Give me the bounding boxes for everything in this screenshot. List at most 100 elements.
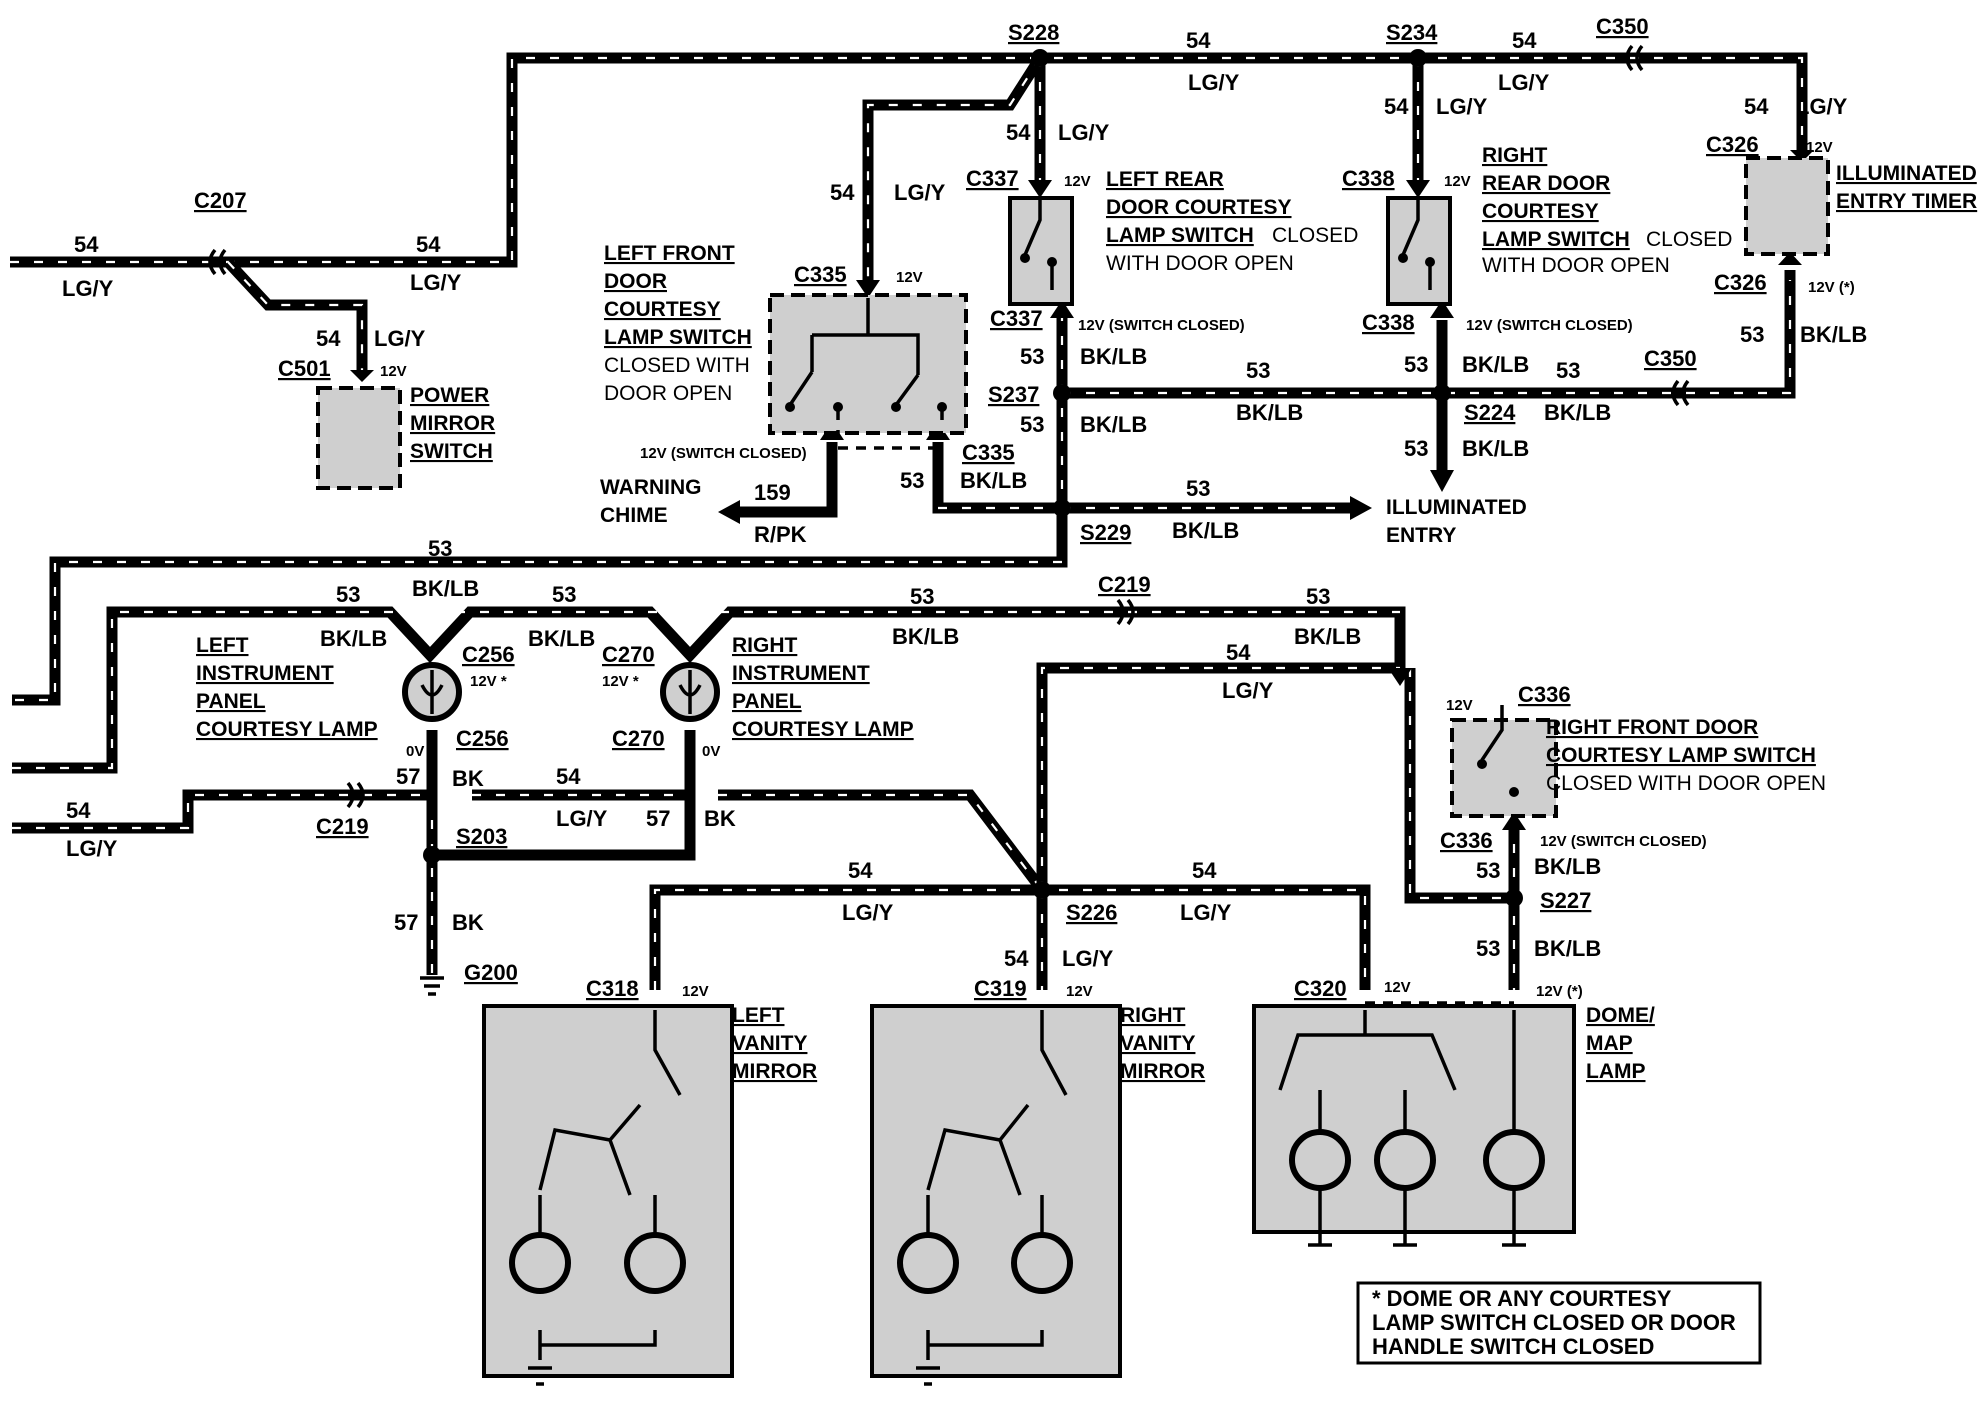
- left-ip-lamp-label: LEFT: [196, 634, 249, 657]
- wire-color-label: BK: [704, 806, 736, 831]
- wire-color-label: LG/Y: [556, 806, 608, 831]
- circuit-label: 57: [394, 910, 418, 935]
- wire-57-s203: [432, 730, 696, 861]
- voltage-label: 12V (SWITCH CLOSED): [1540, 833, 1707, 850]
- left-vanity-label: LEFT: [732, 1004, 785, 1027]
- wire-53-left-bus: [12, 508, 1068, 706]
- circuit-label: 54: [1192, 858, 1217, 883]
- circuit-label: 54: [1512, 28, 1537, 53]
- voltage-label: 12V: [1444, 173, 1471, 190]
- rf-door-label: CLOSED WITH DOOR OPEN: [1546, 772, 1826, 795]
- wire-color-label: LG/Y: [1062, 946, 1114, 971]
- wire-color-label: BK/LB: [892, 624, 959, 649]
- connector-label: C256: [462, 642, 515, 667]
- voltage-label: 12V (SWITCH CLOSED): [1078, 317, 1245, 334]
- rr-door-label: WITH DOOR OPEN: [1482, 254, 1670, 277]
- wire-color-label: LG/Y: [1222, 678, 1274, 703]
- right-vanity-label: RIGHT: [1120, 1004, 1186, 1027]
- circuit-label: 54: [416, 232, 441, 257]
- voltage-label: 12V: [1806, 139, 1833, 156]
- rr-door-label: RIGHT: [1482, 144, 1548, 167]
- connector-label: C350: [1596, 14, 1649, 39]
- dome-lamp-symbol: [1278, 1001, 1545, 1247]
- wire-color-label: LG/Y: [894, 180, 946, 205]
- connector-label: C501: [278, 356, 331, 381]
- dome-map-lamp-box: [1252, 1004, 1576, 1234]
- connector-label: C318: [586, 976, 639, 1001]
- splices: [423, 49, 1523, 907]
- circuit-label: 54: [66, 798, 91, 823]
- connector-label: C326: [1706, 132, 1759, 157]
- left-ip-courtesy-lamp: [402, 662, 462, 722]
- circuit-label: 57: [396, 764, 420, 789]
- splice-label: S228: [1008, 20, 1059, 45]
- power-mirror-label: MIRROR: [410, 412, 495, 435]
- footnote-box: [1356, 1281, 1762, 1365]
- wire-color-label: R/PK: [754, 522, 807, 547]
- lr-door-label: LEFT REAR: [1106, 168, 1224, 191]
- wire-color-label: LG/Y: [1058, 120, 1110, 145]
- wire-color-label: LG/Y: [1498, 70, 1550, 95]
- connector-label: C207: [194, 188, 247, 213]
- circuit-label: 53: [336, 582, 360, 607]
- wire-color-label: BK/LB: [1080, 412, 1147, 437]
- circuit-label: 159: [754, 480, 791, 505]
- splice-s229: [1053, 499, 1071, 517]
- rr-door-label: LAMP SWITCH: [1482, 228, 1630, 251]
- footnote-line-3: HANDLE SWITCH CLOSED: [1372, 1334, 1654, 1359]
- circuit-label: 53: [910, 584, 934, 609]
- rr-door-label: COURTESY: [1482, 200, 1599, 223]
- right-vanity-mirror-box: [870, 1004, 1122, 1378]
- circuit-label: 53: [1476, 936, 1500, 961]
- power-mirror-label: SWITCH: [410, 440, 493, 463]
- voltage-label: 12V: [1064, 173, 1091, 190]
- right-ip-lamp-label: PANEL: [732, 690, 802, 713]
- power-mirror-switch-box: [316, 386, 402, 490]
- wire-color-label: LG/Y: [1180, 900, 1232, 925]
- wire-color-label: BK/LB: [1544, 400, 1611, 425]
- rf-door-label: COURTESY LAMP SWITCH: [1546, 744, 1816, 767]
- right-ip-lamp-label: COURTESY LAMP: [732, 718, 914, 741]
- circuit-label: 53: [1740, 322, 1764, 347]
- left-ip-lamp-label: COURTESY LAMP: [196, 718, 378, 741]
- splice-label: S234: [1386, 20, 1438, 45]
- connector-label: C337: [966, 166, 1019, 191]
- splice-label: S203: [456, 824, 507, 849]
- illum-entry-label: ENTRY: [1386, 524, 1456, 547]
- lr-door-label: WITH DOOR OPEN: [1106, 252, 1294, 275]
- lr-door-label: CLOSED: [1272, 224, 1358, 247]
- splice-label: S224: [1464, 400, 1516, 425]
- voltage-label: 12V: [896, 269, 923, 286]
- wire-54-s226: [718, 789, 1047, 894]
- wire-color-label: LG/Y: [1436, 94, 1488, 119]
- connector-label: C336: [1518, 682, 1571, 707]
- wire-color-label: BK/LB: [1534, 936, 1601, 961]
- circuit-label: 54: [1384, 94, 1409, 119]
- circuit-label: 54: [830, 180, 855, 205]
- splice-s228: [1031, 49, 1049, 67]
- left-vanity-label: MIRROR: [732, 1060, 817, 1083]
- splice-label: S237: [988, 382, 1039, 407]
- splice-s237: [1053, 384, 1071, 402]
- wires: [10, 52, 1808, 990]
- connector-label: C338: [1362, 310, 1415, 335]
- power-mirror-label: POWER: [410, 384, 489, 407]
- circuit-label: 53: [1476, 858, 1500, 883]
- lr-door-label: DOOR COURTESY: [1106, 196, 1292, 219]
- circuit-label: 53: [1020, 412, 1044, 437]
- wire-color-label: BK/LB: [1534, 854, 1601, 879]
- left-vanity-label: VANITY: [732, 1032, 807, 1055]
- wire-color-label: BK/LB: [412, 576, 479, 601]
- lf-door-label: LEFT FRONT: [604, 242, 735, 265]
- lf-door-label: CLOSED WITH: [604, 354, 750, 377]
- right-vanity-symbol: [897, 1010, 1073, 1386]
- left-ip-lamp-label: INSTRUMENT: [196, 662, 334, 685]
- circuit-label: 54: [556, 764, 581, 789]
- circuit-label: 53: [1404, 352, 1428, 377]
- circuit-label: 53: [1404, 436, 1428, 461]
- voltage-label: 12V *: [602, 673, 639, 690]
- lf-door-label: DOOR: [604, 270, 667, 293]
- splice-label: S229: [1080, 520, 1131, 545]
- circuit-label: 53: [1556, 358, 1580, 383]
- timer-label: ENTRY TIMER: [1836, 190, 1977, 213]
